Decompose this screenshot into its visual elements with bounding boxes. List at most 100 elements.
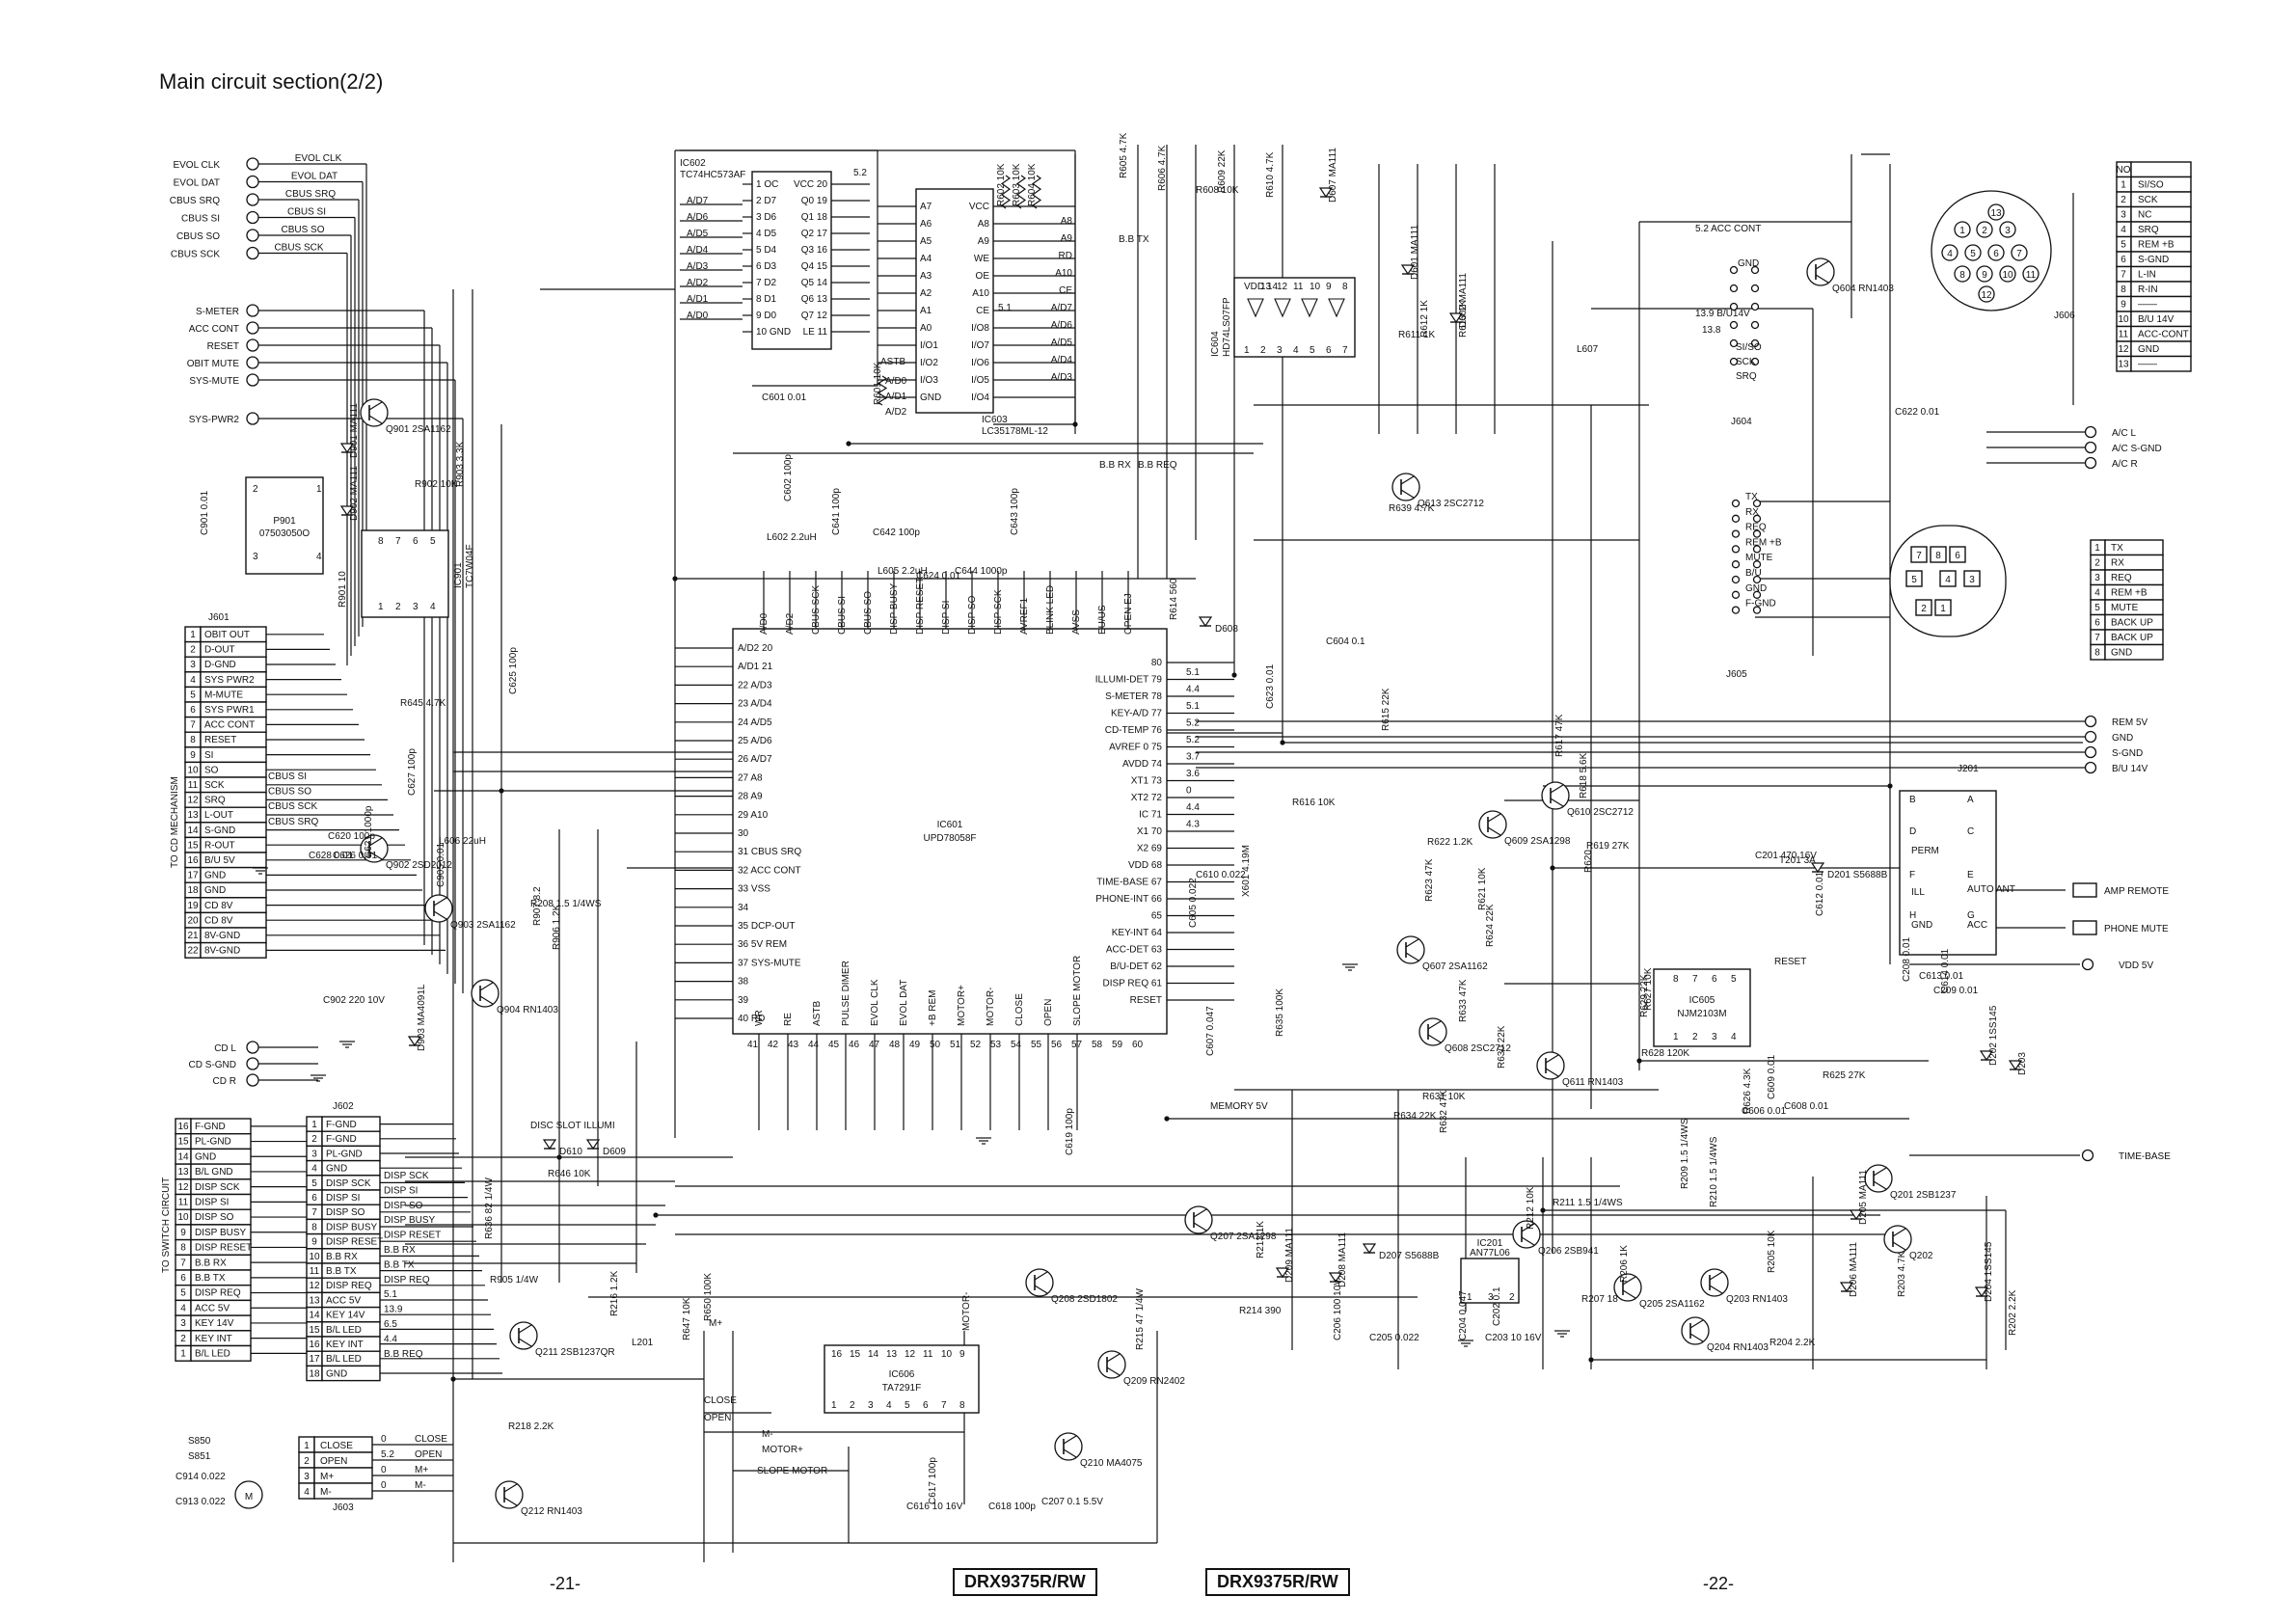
pin-number: 10	[2002, 270, 2013, 281]
ic-pin: IC 71	[1139, 810, 1162, 821]
j606-pin	[1941, 244, 1958, 261]
pin-name: DISP SCK	[195, 1182, 240, 1193]
wire-label: OPEN	[704, 1413, 731, 1423]
ic-pin: TIME-BASE 67	[1096, 878, 1162, 888]
ic603-body	[915, 188, 994, 414]
resistor-label: R608 10K	[1196, 185, 1239, 196]
j606-pin	[1954, 221, 1971, 238]
ic-pin: KEY-A/D 77	[1111, 709, 1162, 719]
bus-label: RD	[1059, 251, 1072, 261]
transistor-emitter	[433, 910, 447, 920]
output-label: AMP REMOTE	[2104, 886, 2169, 897]
connector-pin	[1731, 560, 1741, 569]
diode-label: D207 S5688B	[1379, 1251, 1440, 1261]
ic-pin-number: 41	[747, 1040, 759, 1050]
pin-name: TX	[2111, 543, 2123, 554]
signal-label: CBUS SI	[181, 214, 220, 225]
transistor-emitter	[518, 1338, 532, 1347]
output-terminal	[2084, 730, 2097, 744]
pin-name: PL-GND	[195, 1137, 231, 1148]
output-label: A/C R	[2112, 459, 2138, 470]
pin-name: ACC	[1967, 920, 1987, 931]
wire-label: B.B TX	[384, 1259, 415, 1270]
output-label: A/C L	[2112, 428, 2136, 439]
ic-pin: A/D1 21	[738, 662, 773, 672]
transistor-emitter	[1034, 1285, 1048, 1294]
ic-pin: 3	[253, 552, 258, 562]
ic-pin: I/O2	[920, 358, 938, 368]
transistor-symbol	[1864, 1164, 1893, 1193]
ic-pin: CLOSE	[1014, 993, 1025, 1026]
inductor-label: T201 3A	[1779, 855, 1816, 866]
ic-pin: DISP RESET	[915, 578, 926, 635]
pin-name: L-OUT	[204, 810, 233, 821]
pin-name: SRQ	[204, 796, 226, 806]
pin-number: 8	[1935, 551, 1941, 561]
resistor-label: R629 22K	[1639, 974, 1650, 1017]
model-label-left: DRX9375R/RW	[953, 1568, 1097, 1596]
pin-number: 13	[2118, 360, 2129, 370]
transistor-emitter	[503, 1497, 518, 1506]
ic-pin: 7	[395, 536, 401, 547]
j606-pin	[1999, 265, 2016, 283]
ic201-body	[1460, 1258, 1520, 1304]
bus-label: A/D6	[687, 212, 709, 223]
capacitor-label: C641 100p	[831, 488, 842, 535]
resistor-label: R632 47K	[1439, 1090, 1449, 1133]
pin-number: 2	[2120, 195, 2126, 205]
transistor-emitter	[368, 851, 383, 860]
diode-label: D204 1SS145	[1984, 1241, 1994, 1302]
wire-label: TX	[1745, 492, 1758, 502]
ic-pin: ASTB	[812, 1001, 823, 1026]
transistor-collector	[1487, 813, 1501, 823]
transistor-emitter	[1892, 1241, 1906, 1251]
voltage-label: 5.2	[853, 168, 867, 178]
signal-terminal	[246, 304, 259, 317]
transistor-emitter	[1689, 1333, 1704, 1342]
bus-label: A/D7	[1051, 303, 1073, 313]
diode	[1362, 1243, 1377, 1255]
resistor-label: R624 22K	[1485, 904, 1496, 947]
ic604-body	[1233, 277, 1356, 358]
pin-number: 2	[1982, 226, 1987, 236]
bus-label: A/D7	[687, 196, 709, 206]
motor-symbol	[234, 1480, 263, 1509]
wire-label: 5.2 ACC CONT	[1695, 224, 1761, 234]
ic-pin: 31 CBUS SRQ	[738, 847, 801, 857]
transistor-collector	[433, 897, 447, 907]
resistor-label: R205 10K	[1767, 1230, 1777, 1273]
transistor-symbol	[1184, 1205, 1213, 1234]
bus-label: A/D3	[1051, 372, 1073, 383]
transistor-emitter	[1550, 798, 1564, 807]
pin-number: 19	[187, 901, 199, 911]
connector-pin	[1729, 284, 1739, 293]
capacitor-label: C642 100p	[873, 528, 920, 538]
capacitor-label: C620 100p	[328, 831, 375, 842]
model-label-right: DRX9375R/RW	[1205, 1568, 1350, 1596]
transistor-label: Q203 RN1403	[1726, 1294, 1788, 1305]
pin-name: KEY INT	[195, 1334, 232, 1344]
wire-label: DISP REQ	[384, 1275, 430, 1286]
pin-name: ——	[2138, 360, 2157, 370]
ic-pin-number: 45	[828, 1040, 840, 1050]
resistor-label: R617 47K	[1554, 714, 1565, 757]
ic-pin: 13	[886, 1349, 898, 1360]
ic-pin-number: 48	[889, 1040, 901, 1050]
connector-pin	[1729, 357, 1739, 366]
ic-pin: +B REM	[928, 989, 938, 1026]
pin-name: B/U 14V	[2138, 314, 2174, 325]
pin-name: REM +B	[2111, 588, 2147, 599]
diode-label: D610	[559, 1147, 582, 1157]
ic-pin: 36 5V REM	[738, 939, 787, 950]
capacitor-label: C206 100 10V	[1333, 1279, 1343, 1340]
signal-label: OBIT MUTE	[187, 359, 240, 369]
connector-cell	[190, 1344, 252, 1362]
pin-number: 18	[309, 1368, 320, 1379]
resistor-label: R906 1.2K	[552, 904, 562, 950]
pin-number: 3	[2005, 226, 2011, 236]
j605-pin	[1963, 570, 1981, 587]
ic-name: IC601	[937, 820, 963, 830]
ic-pin: 6	[923, 1400, 929, 1411]
j606-pin	[1987, 244, 2005, 261]
